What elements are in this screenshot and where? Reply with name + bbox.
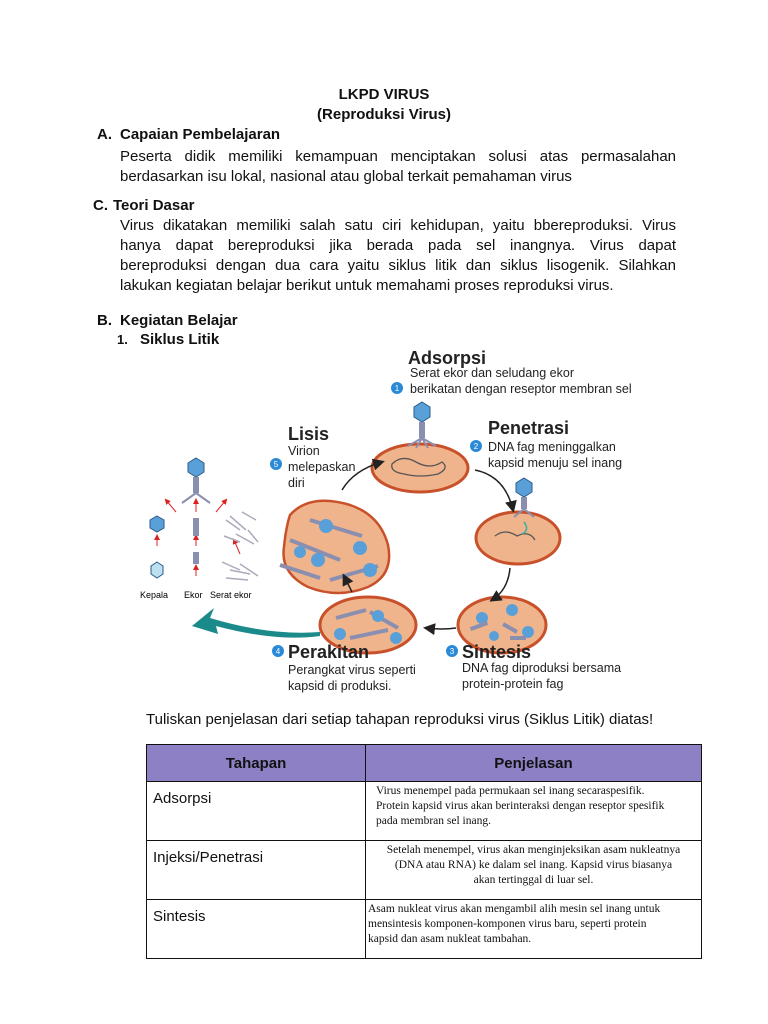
svg-text:Serat ekor dan seludang ekor: Serat ekor dan seludang ekor <box>410 366 574 380</box>
lytic-cycle-figure: Kepala Ekor Serat ekor Adsorpsi 1 Serat … <box>140 348 632 693</box>
svg-text:Adsorpsi: Adsorpsi <box>408 348 486 368</box>
section-c-label: C. <box>93 197 108 214</box>
doc-title: LKPD VIRUS <box>338 86 430 103</box>
explanation-line: mensintesis komponen-komponen virus baru… <box>368 918 647 930</box>
stage-5-badge-icon <box>270 458 282 470</box>
cell-adsorpsi <box>370 401 470 494</box>
explanation-line: pada membran sel inang. <box>376 815 491 827</box>
table-header-row: Tahapan Penjelasan <box>146 744 702 782</box>
svg-text:1: 1 <box>395 384 400 393</box>
svg-text:3: 3 <box>450 647 455 656</box>
svg-text:DNA fag diproduksi bersama: DNA fag diproduksi bersama <box>462 661 621 675</box>
explanation-line: Asam nukleat virus akan mengambil alih m… <box>368 903 661 915</box>
stage-3-badge-icon <box>446 645 458 657</box>
section-c-line: bereproduksi dengan dua cara yaitu siklu… <box>120 257 676 274</box>
table-row: Adsorpsi Virus menempel pada permukaan s… <box>146 781 702 841</box>
section-a-text: Peserta didik memiliki kemampuan mencipt… <box>120 147 676 187</box>
stage-adsorpsi-label: Adsorpsi 1 Serat ekor dan seludang ekor … <box>391 348 632 396</box>
stage-penetrasi-label: Penetrasi 2 DNA fag meninggalkan kapsid … <box>470 418 622 470</box>
svg-text:5: 5 <box>274 460 279 469</box>
svg-text:Perakitan: Perakitan <box>288 642 369 662</box>
stage-4-badge-icon <box>272 645 284 657</box>
svg-text:DNA fag meninggalkan: DNA fag meninggalkan <box>488 440 616 454</box>
cell-sintesis <box>456 595 548 655</box>
svg-text:berikatan dengan reseptor memb: berikatan dengan reseptor membran sel <box>410 382 632 396</box>
svg-text:Sintesis: Sintesis <box>462 642 531 662</box>
cell-lisis <box>279 499 391 595</box>
section-b-label: B. <box>97 312 112 329</box>
subsection-heading: Siklus Litik <box>140 331 220 348</box>
table-cell-explanation[interactable]: Setelah menempel, virus akan menginjeksi… <box>365 840 702 900</box>
virus-parts-diagram: Kepala Ekor Serat ekor <box>140 457 259 600</box>
svg-text:4: 4 <box>276 647 281 656</box>
svg-text:kapsid di produksi.: kapsid di produksi. <box>288 679 392 693</box>
section-a-line: Peserta didik memiliki kemampuan mencipt… <box>120 148 676 165</box>
svg-text:melepaskan: melepaskan <box>288 460 355 474</box>
part-label-ekor: Ekor <box>184 590 203 600</box>
table-header-penjelasan: Penjelasan <box>365 744 702 782</box>
section-c-heading: Teori Dasar <box>113 197 195 214</box>
section-c-line: Virus dikatakan memiliki salah satu ciri… <box>120 217 676 234</box>
table-cell-explanation[interactable]: Asam nukleat virus akan mengambil alih m… <box>365 899 702 959</box>
svg-text:Penetrasi: Penetrasi <box>488 418 569 438</box>
table-row: Injeksi/Penetrasi Setelah menempel, viru… <box>146 840 702 900</box>
cell-perakitan <box>318 595 418 655</box>
svg-text:Lisis: Lisis <box>288 424 329 444</box>
stage-2-badge-icon <box>470 440 482 452</box>
table-row: Sintesis Asam nukleat virus akan mengamb… <box>146 899 702 959</box>
cell-penetrasi <box>474 477 562 566</box>
table-cell-explanation[interactable]: Virus menempel pada permukaan sel inang … <box>365 781 702 841</box>
svg-text:Perangkat virus seperti: Perangkat virus seperti <box>288 663 416 677</box>
release-arrow <box>192 608 320 638</box>
explanation-line: Virus menempel pada permukaan sel inang … <box>376 785 645 797</box>
table-cell-stage[interactable]: Injeksi/Penetrasi <box>146 840 366 900</box>
stages-table: Tahapan Penjelasan Adsorpsi Virus menemp… <box>146 744 702 959</box>
subsection-number: 1. <box>117 332 128 347</box>
instruction-text: Tuliskan penjelasan dari setiap tahapan … <box>146 711 654 728</box>
section-c-line: lakukan kegiatan belajar berikut untuk m… <box>120 277 614 294</box>
svg-text:Virion: Virion <box>288 444 320 458</box>
svg-text:kapsid menuju sel inang: kapsid menuju sel inang <box>488 456 622 470</box>
stage-sintesis-label: Sintesis 3 DNA fag diproduksi bersama pr… <box>446 642 621 691</box>
table-cell-stage[interactable]: Sintesis <box>146 899 366 959</box>
section-a-line: berdasarkan isu lokal, nasional atau glo… <box>120 168 572 185</box>
explanation-line: kapsid dan asam nukleat tambahan. <box>368 933 532 945</box>
part-label-kepala: Kepala <box>140 590 168 600</box>
explanation-line: akan tertinggal di luar sel. <box>473 874 594 886</box>
explanation-line: Setelah menempel, virus akan menginjeksi… <box>386 844 681 856</box>
section-a-label: A. <box>97 126 112 143</box>
svg-text:2: 2 <box>474 442 479 451</box>
section-a-heading: Capaian Pembelajaran <box>120 126 281 143</box>
part-label-serat-ekor: Serat ekor <box>210 590 252 600</box>
table-header-tahapan: Tahapan <box>146 744 366 782</box>
svg-text:protein-protein fag: protein-protein fag <box>462 677 564 691</box>
explanation-line: (DNA atau RNA) ke dalam sel inang. Kapsi… <box>394 859 673 871</box>
svg-text:diri: diri <box>288 476 305 490</box>
doc-subtitle: (Reproduksi Virus) <box>317 106 451 123</box>
stage-perakitan-label: Perakitan 4 Perangkat virus seperti kaps… <box>272 642 416 693</box>
explanation-line: Protein kapsid virus akan berinteraksi d… <box>376 800 665 812</box>
table-cell-stage[interactable]: Adsorpsi <box>146 781 366 841</box>
stage-lisis-label: Lisis 5 Virion melepaskan diri <box>270 424 355 490</box>
section-c-text: Virus dikatakan memiliki salah satu ciri… <box>120 216 676 296</box>
section-b-heading: Kegiatan Belajar <box>120 312 238 329</box>
section-c-line: hanya dapat bereproduksi jika berada pad… <box>120 237 676 254</box>
stage-1-badge-icon <box>391 382 403 394</box>
